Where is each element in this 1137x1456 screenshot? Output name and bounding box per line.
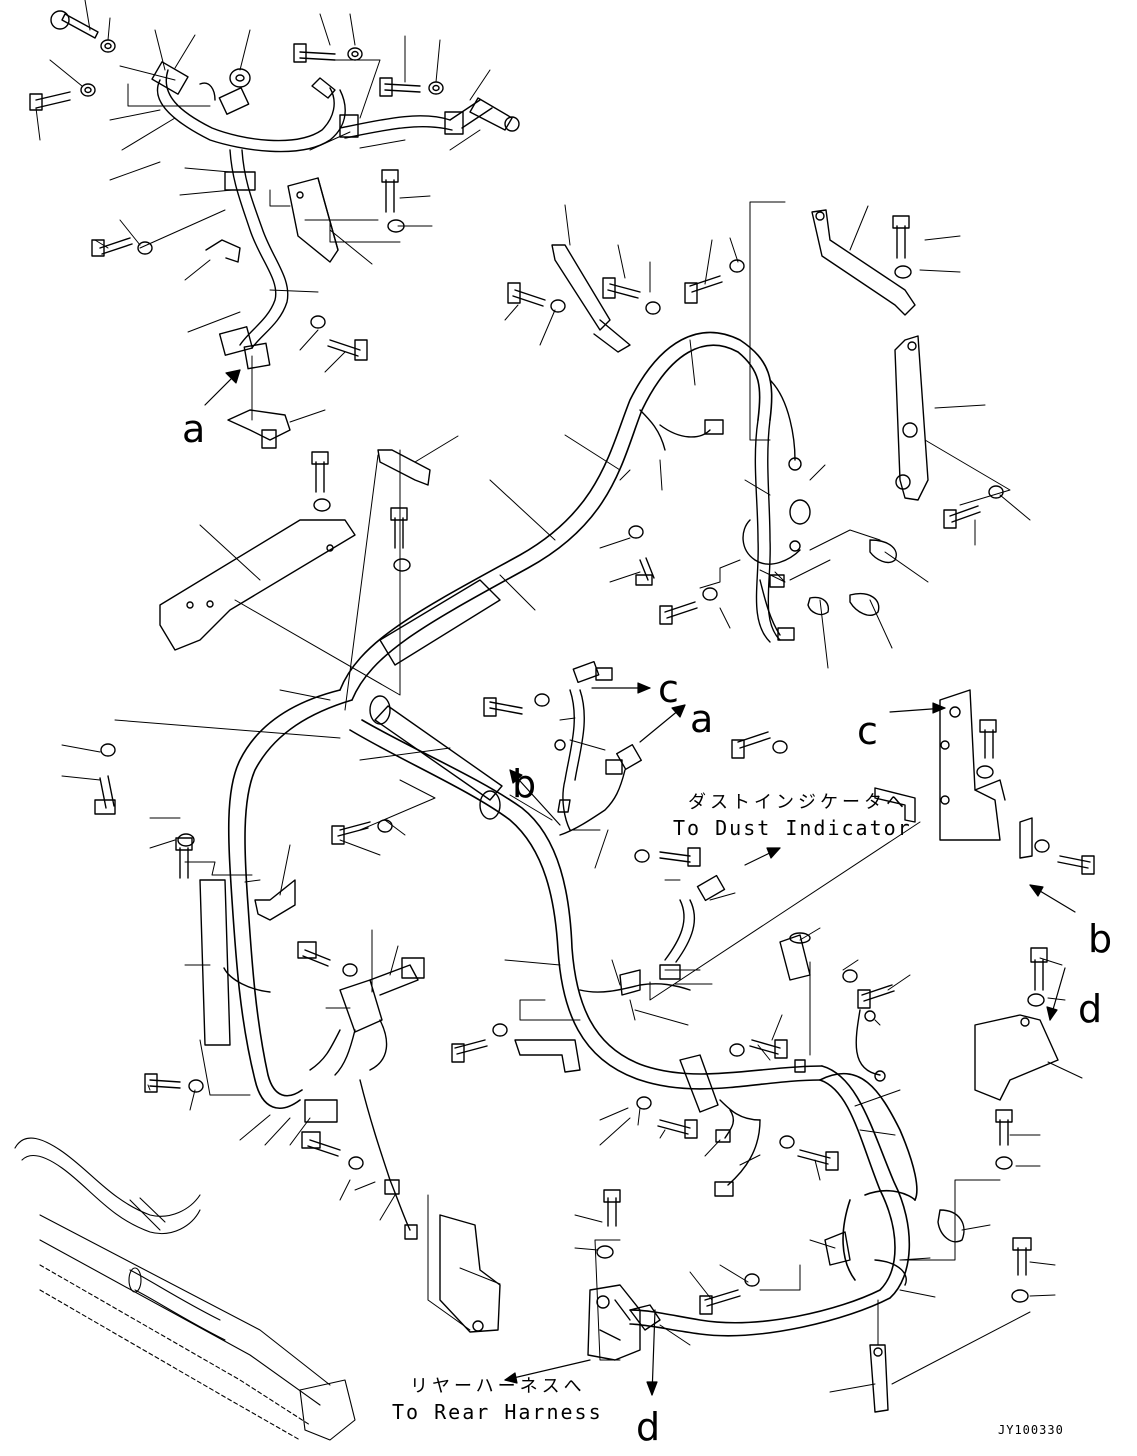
top-right-harness: [639, 379, 811, 643]
reference-label-a-upper: a: [690, 697, 714, 741]
center-parts: [331, 660, 788, 1073]
reference-label-b-left: b: [512, 762, 537, 806]
reference-label-b-right: b: [1088, 917, 1113, 961]
callout-rear-harness-en: To Rear Harness: [392, 1400, 603, 1424]
callout-dust-indicator-en: To Dust Indicator: [673, 816, 912, 840]
reference-arrows: [204, 369, 1076, 1396]
callout-rear-harness-jp: リヤーハーネスへ: [410, 1376, 586, 1397]
figure-id: JY100330: [998, 1423, 1064, 1437]
top-left-bolts: [29, 10, 444, 361]
left-middle-parts: [94, 451, 411, 993]
inset-drawing: [14, 1137, 356, 1441]
top-left-bracket: [205, 177, 339, 449]
top-right-brackets: [377, 209, 929, 501]
leader-lines: [35, 0, 1083, 1393]
top-right-bolts: [507, 215, 1004, 625]
right-panel: [874, 689, 1095, 875]
lower-right-parts: [587, 932, 1059, 1413]
reference-label-a-lower: a: [182, 407, 206, 451]
callout-dust-indicator-jp: ダストインジケータへ: [688, 792, 908, 813]
reference-label-c-left: c: [658, 667, 679, 711]
reference-label-d-lower: d: [636, 1405, 661, 1449]
top-left-harness: [151, 61, 520, 370]
lower-center-parts: [144, 941, 501, 1333]
reference-label-c-right: c: [857, 709, 878, 753]
reference-label-d-upper: d: [1078, 987, 1103, 1031]
main-harness-trunk: [227, 331, 918, 1337]
protective-sleeves: [199, 579, 503, 1046]
